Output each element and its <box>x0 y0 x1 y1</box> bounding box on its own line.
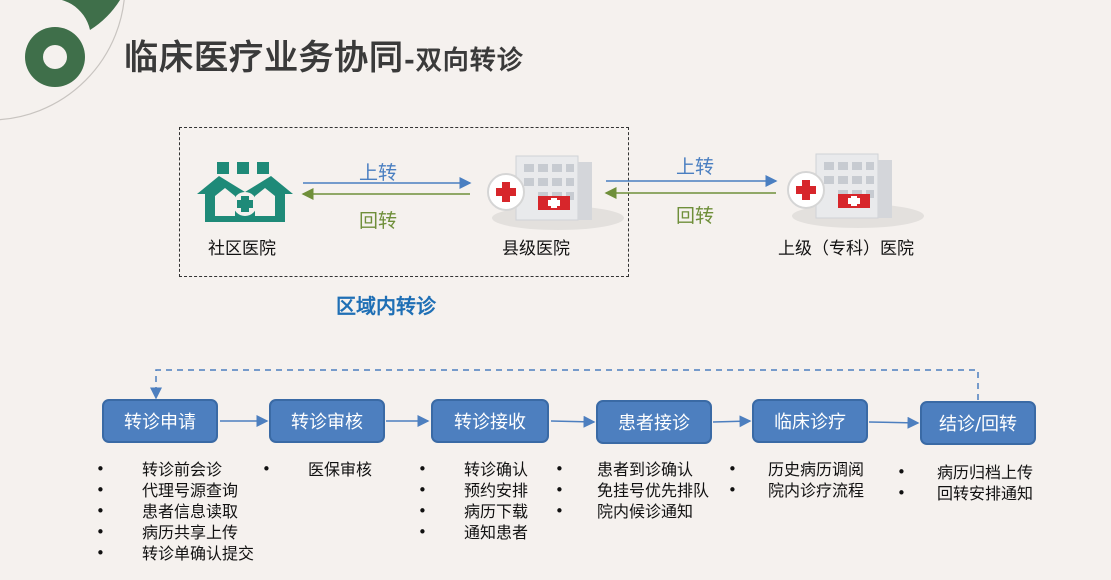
list-item: 患者信息读取 <box>96 501 254 522</box>
node-county-hospital: 县级医院 <box>502 239 570 259</box>
step-referral-apply: 转诊申请 <box>102 399 218 443</box>
label-back-1: 回转 <box>359 210 398 232</box>
step-4-items: 患者到诊确认 免挂号优先排队 院内候诊通知 <box>555 459 709 522</box>
node-community-hospital: 社区医院 <box>208 239 276 259</box>
list-item: 转诊前会诊 <box>96 459 254 480</box>
list-item: 代理号源查询 <box>96 480 254 501</box>
list-item: 病历下载 <box>418 501 528 522</box>
step-connector-3 <box>550 415 596 428</box>
list-item: 历史病历调阅 <box>728 459 864 480</box>
step-referral-review: 转诊审核 <box>269 399 385 443</box>
corner-decoration <box>0 0 125 121</box>
title-main-text: 临床医疗业务协同 <box>124 38 404 78</box>
list-item: 病历共享上传 <box>96 522 254 543</box>
step-5-items: 历史病历调阅 院内诊疗流程 <box>728 459 864 501</box>
list-item: 院内候诊通知 <box>555 501 709 522</box>
node-upper-hospital: 上级（专科）医院 <box>778 239 914 259</box>
list-item: 通知患者 <box>418 522 528 543</box>
label-up-1: 上转 <box>359 162 398 184</box>
label-up-2: 上转 <box>676 156 715 178</box>
step-referral-receive: 转诊接收 <box>431 399 549 443</box>
step-2-items: 医保审核 <box>262 459 372 480</box>
list-item: 回转安排通知 <box>897 483 1033 504</box>
step-discharge-return: 结诊/回转 <box>920 401 1036 445</box>
list-item: 院内诊疗流程 <box>728 480 864 501</box>
step-3-items: 转诊确认 预约安排 病历下载 通知患者 <box>418 459 528 543</box>
region-boundary <box>179 127 629 277</box>
step-1-items: 转诊前会诊 代理号源查询 患者信息读取 病历共享上传 转诊单确认提交 <box>96 459 254 564</box>
upper-hospital-icon <box>787 153 924 228</box>
list-item: 患者到诊确认 <box>555 459 709 480</box>
list-item: 转诊单确认提交 <box>96 543 254 564</box>
step-patient-reception: 患者接诊 <box>596 400 712 444</box>
page-title: 临床医疗业务协同-双向转诊 <box>124 30 524 79</box>
list-item: 转诊确认 <box>418 459 528 480</box>
step-connector-4 <box>712 415 752 428</box>
title-sub-text: -双向转诊 <box>404 46 524 76</box>
community-hospital-icon <box>197 162 293 222</box>
step-connector-5 <box>868 416 920 429</box>
list-item: 医保审核 <box>262 459 372 480</box>
list-item: 免挂号优先排队 <box>555 480 709 501</box>
county-hospital-icon <box>487 155 624 230</box>
step-6-items: 病历归档上传 回转安排通知 <box>897 462 1033 504</box>
label-back-2: 回转 <box>676 205 715 227</box>
return-dashed-line <box>150 369 979 400</box>
region-caption: 区域内转诊 <box>336 294 436 318</box>
list-item: 预约安排 <box>418 480 528 501</box>
list-item: 病历归档上传 <box>897 462 1033 483</box>
step-clinical-treatment: 临床诊疗 <box>752 399 868 443</box>
